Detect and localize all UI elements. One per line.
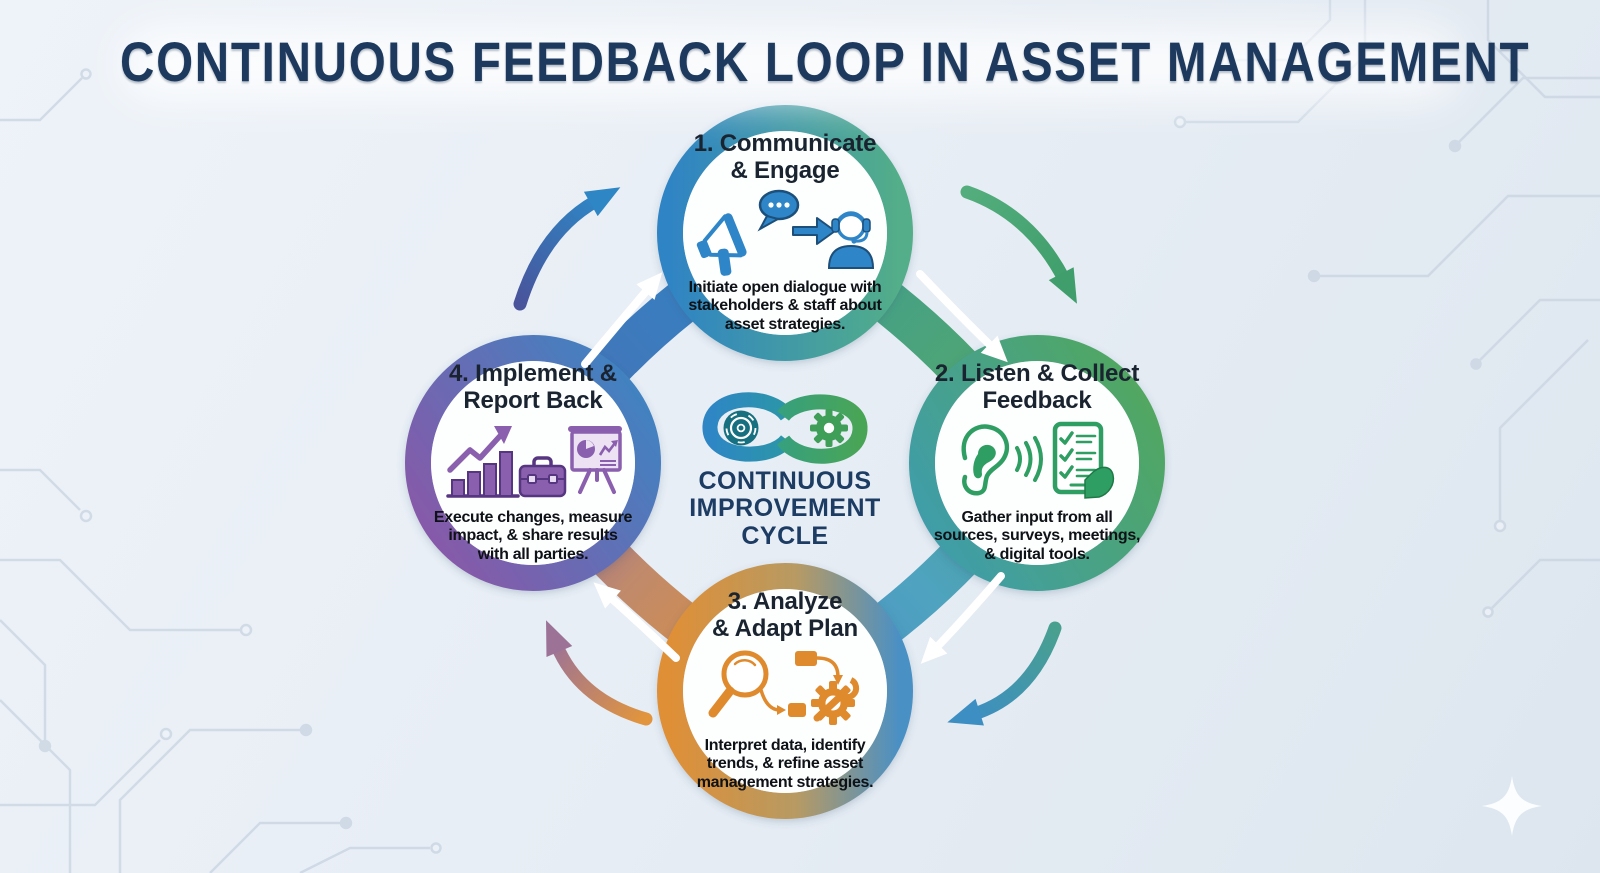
sparkle-icon bbox=[1482, 776, 1542, 836]
ring-step-1 bbox=[657, 105, 913, 361]
implement-icon-group bbox=[446, 425, 622, 498]
infinity-gears-icon bbox=[702, 392, 868, 464]
flow-arrow-2-to-3 bbox=[920, 572, 1005, 664]
title-glow bbox=[120, 28, 1460, 100]
node-2-heading-line1: 2. Listen & Collect bbox=[934, 360, 1140, 387]
node-2-heading: 2. Listen & Collect Feedback bbox=[934, 360, 1140, 415]
node-4-icons bbox=[442, 417, 624, 507]
support-agent-icon bbox=[827, 211, 875, 269]
bar-chart-icon bbox=[446, 425, 520, 498]
flow-arrow-1-to-2 bbox=[916, 270, 1008, 363]
outer-arrow-1-to-2 bbox=[960, 185, 1077, 304]
arrow-right-icon bbox=[792, 216, 836, 245]
analyze-icon-group bbox=[708, 650, 860, 725]
node-3-heading-line2: & Adapt Plan bbox=[711, 614, 859, 642]
node-4-description: Execute changes, measure impact, & share… bbox=[433, 508, 633, 563]
ring-step-4 bbox=[405, 335, 661, 591]
infinity-left-loop bbox=[702, 392, 794, 462]
magnifier-icon bbox=[708, 650, 769, 718]
hand-icon bbox=[1084, 466, 1115, 499]
ring-step-2 bbox=[909, 335, 1165, 591]
center-label-line1: CONTINUOUS bbox=[698, 467, 872, 495]
center-cycle-label: CONTINUOUS IMPROVEMENT CYCLE bbox=[635, 468, 935, 550]
node-2-icons bbox=[953, 417, 1121, 507]
center-label-line2: IMPROVEMENT bbox=[689, 494, 881, 523]
speech-bubble-icon bbox=[757, 189, 800, 232]
node-3-icons bbox=[705, 645, 865, 735]
ear-icon bbox=[961, 424, 1010, 496]
circuit-pattern-left bbox=[0, 68, 442, 873]
megaphone-icon bbox=[696, 213, 747, 276]
step-node-analyze-adapt-plan: 3. Analyze & Adapt Plan bbox=[665, 588, 905, 795]
outer-flow-arrows bbox=[513, 185, 1077, 726]
outer-arrow-3-to-4 bbox=[546, 620, 653, 726]
ring-step-3 bbox=[657, 563, 913, 819]
step-inner-discs bbox=[431, 131, 1139, 793]
gear-wrench-icon bbox=[811, 677, 860, 725]
node-4-heading-line1: 4. Implement & bbox=[449, 360, 617, 387]
node-2-heading-line2: Feedback bbox=[982, 386, 1092, 414]
step-rings bbox=[405, 105, 1165, 819]
node-1-heading-line1: 1. Communicate bbox=[693, 130, 877, 157]
node-1-description: Initiate open dialogue with stakeholders… bbox=[688, 278, 882, 333]
outer-arrow-2-to-3 bbox=[947, 621, 1062, 726]
node-3-description: Interpret data, identify trends, & refin… bbox=[696, 736, 874, 791]
listen-icon-group bbox=[961, 421, 1115, 499]
presentation-board-icon bbox=[568, 425, 622, 494]
page-title: CONTINUOUS FEEDBACK LOOP IN ASSET MANAGE… bbox=[120, 30, 1531, 93]
node-4-heading: 4. Implement & Report Back bbox=[449, 360, 617, 415]
gear-icon bbox=[810, 409, 848, 447]
center-label-line3: CYCLE bbox=[741, 521, 829, 550]
communicate-icon-group bbox=[696, 189, 875, 276]
outer-arrow-4-to-1 bbox=[513, 187, 621, 311]
step-node-listen-collect-feedback: 2. Listen & Collect Feedback bbox=[917, 360, 1157, 567]
flow-arrow-4-to-1 bbox=[581, 272, 663, 368]
inner-flow-arrows bbox=[581, 270, 1008, 664]
step-node-implement-report-back: 4. Implement & Report Back bbox=[413, 360, 653, 567]
node-1-heading: 1. Communicate & Engage bbox=[693, 130, 877, 185]
node-3-heading-line1: 3. Analyze bbox=[727, 588, 843, 615]
node-3-heading: 3. Analyze & Adapt Plan bbox=[711, 588, 859, 643]
sound-waves-icon bbox=[1015, 435, 1043, 482]
node-2-description: Gather input from all sources, surveys, … bbox=[933, 508, 1141, 563]
node-4-heading-line2: Report Back bbox=[463, 386, 603, 414]
node-1-icons bbox=[695, 187, 875, 277]
flow-arrow-3-to-4 bbox=[593, 582, 680, 662]
step-node-communicate-engage: 1. Communicate & Engage bbox=[665, 130, 905, 337]
infinity-right-loop bbox=[776, 394, 868, 464]
recycle-badge-icon bbox=[723, 410, 759, 446]
flowchart-icon bbox=[759, 650, 843, 717]
node-1-heading-line2: & Engage bbox=[730, 156, 840, 184]
briefcase-icon bbox=[518, 456, 567, 497]
